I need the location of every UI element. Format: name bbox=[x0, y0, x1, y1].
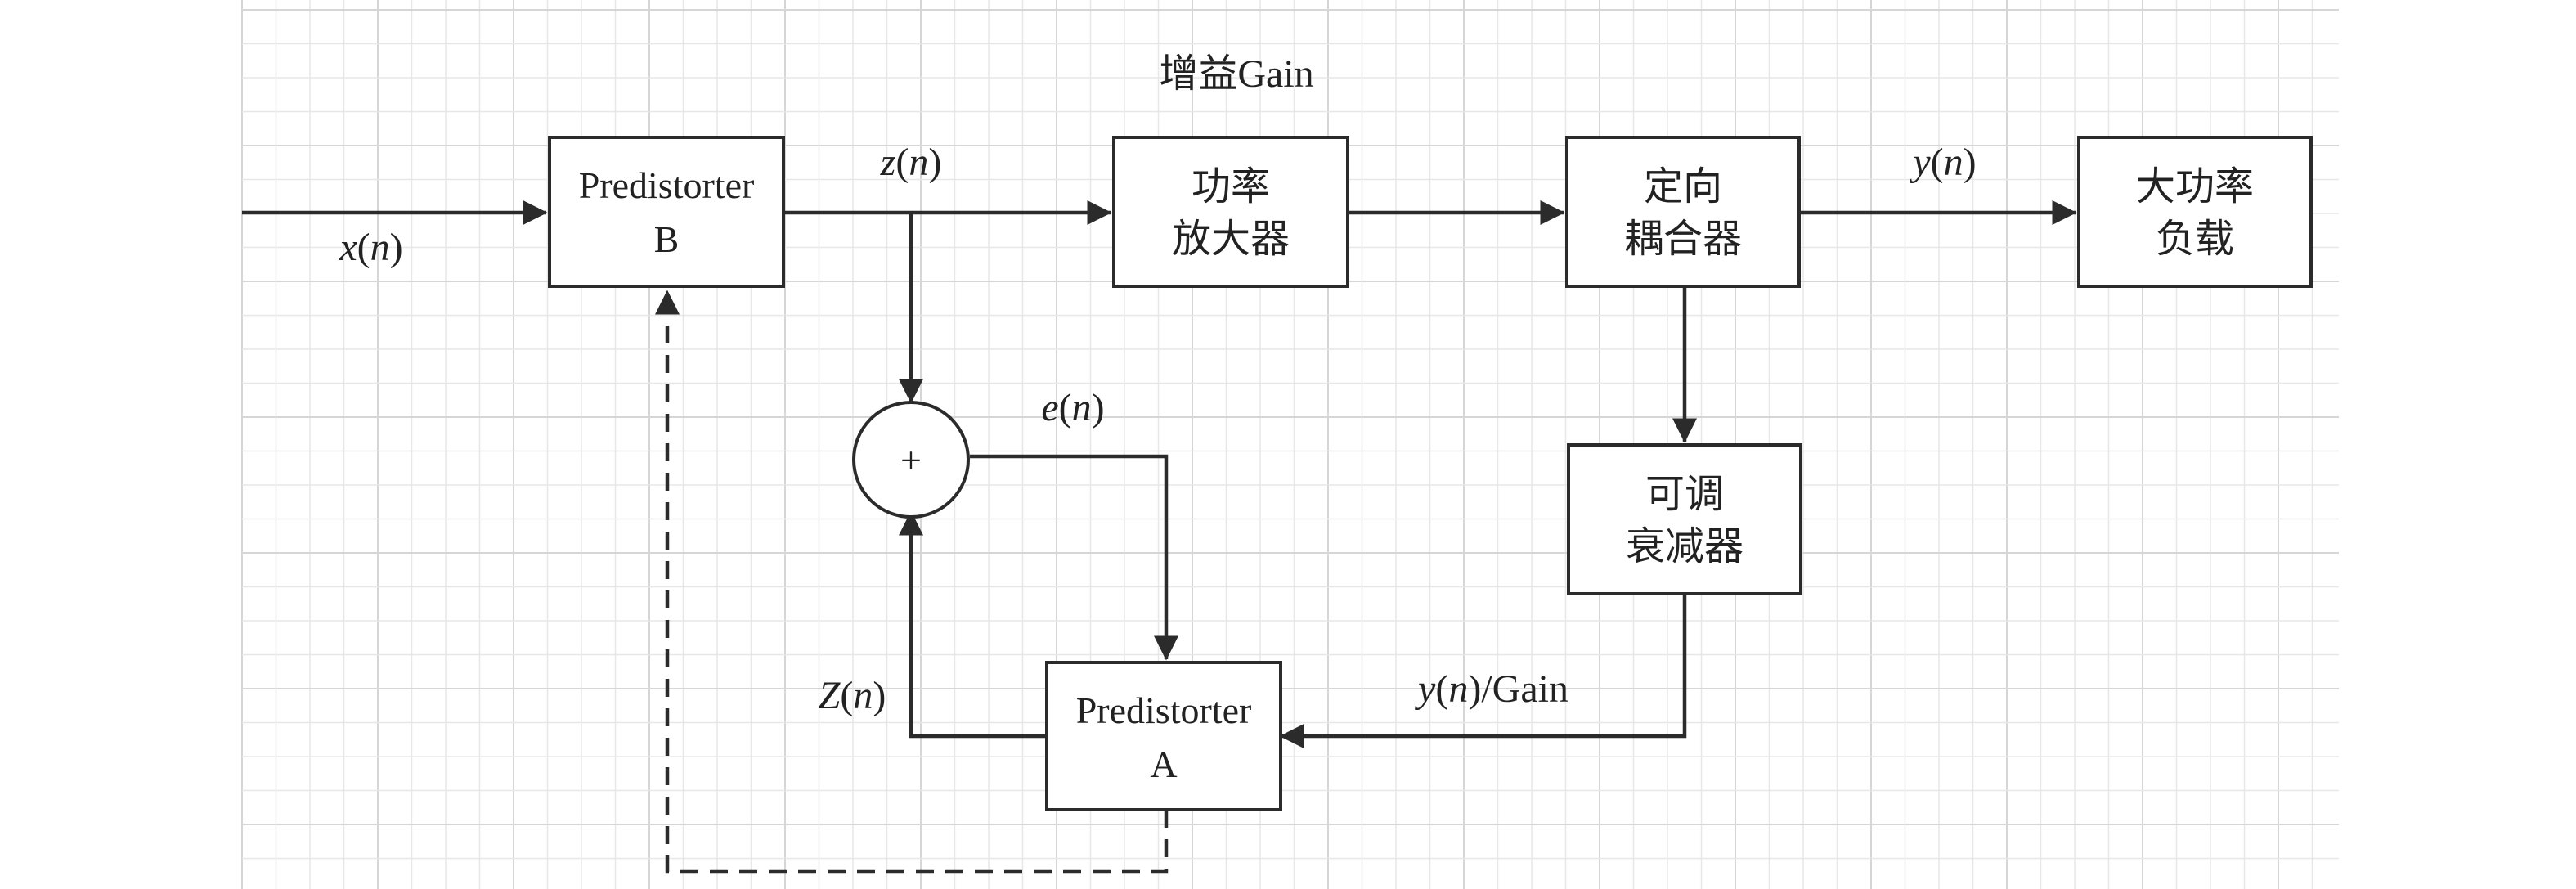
signal-e-paren-open: ( bbox=[1059, 386, 1072, 429]
signal-label-y-n: y(n) bbox=[1909, 141, 1976, 184]
signal-z-var: z bbox=[880, 141, 896, 184]
signal-Z-var: Z bbox=[819, 674, 841, 717]
block-directional-coupler-line1: 定向 bbox=[1644, 165, 1722, 209]
signal-x-arg: n bbox=[370, 226, 390, 269]
block-predistorter-b-line1: Predistorter bbox=[579, 164, 755, 206]
signal-e-arg: n bbox=[1072, 386, 1092, 429]
canvas-grid bbox=[241, 0, 2339, 889]
signal-Z-paren-close: ) bbox=[873, 674, 886, 717]
wire-e-to-pd-a bbox=[970, 454, 1178, 661]
signal-yg-paren-close: ) bbox=[1468, 667, 1481, 711]
signal-x-var: x bbox=[339, 226, 357, 269]
block-predistorter-a: Predistorter A bbox=[1045, 661, 1282, 811]
signal-Z-arg: n bbox=[853, 674, 873, 717]
block-adjustable-attenuator-line2: 衰减器 bbox=[1626, 525, 1744, 568]
summer-plus-symbol: + bbox=[900, 439, 922, 481]
block-power-amplifier-line1: 功率 bbox=[1192, 165, 1270, 209]
signal-yg-suffix: /Gain bbox=[1481, 667, 1568, 711]
signal-y-arg: n bbox=[1944, 141, 1963, 184]
signal-y-var: y bbox=[1909, 141, 1931, 184]
signal-yg-paren-open: ( bbox=[1435, 667, 1448, 711]
gain-label: 增益Gain bbox=[1159, 52, 1313, 96]
signal-yg-arg: n bbox=[1448, 667, 1468, 711]
wire-attenuator-to-pd-a bbox=[1279, 595, 1687, 748]
signal-x-paren-close: ) bbox=[390, 226, 403, 269]
summing-junction: + bbox=[852, 401, 970, 519]
signal-label-x-n: x(n) bbox=[339, 226, 402, 269]
signal-label-y-n-over-gain: y(n)/Gain bbox=[1414, 667, 1568, 711]
block-high-power-load-line2: 负载 bbox=[2156, 218, 2234, 261]
signal-x-paren-open: ( bbox=[357, 226, 370, 269]
signal-y-paren-open: ( bbox=[1931, 141, 1944, 184]
block-adjustable-attenuator-line1: 可调 bbox=[1645, 473, 1724, 516]
block-directional-coupler-line2: 耦合器 bbox=[1624, 218, 1742, 261]
block-predistorter-b-line2: B bbox=[654, 218, 680, 260]
signal-e-var: e bbox=[1041, 386, 1058, 429]
signal-yg-var: y bbox=[1414, 667, 1436, 711]
signal-label-z-n: z(n) bbox=[880, 141, 942, 184]
signal-e-paren-close: ) bbox=[1092, 386, 1105, 429]
signal-label-Z-n: Z(n) bbox=[819, 674, 886, 717]
block-power-amplifier: 功率 放大器 bbox=[1112, 136, 1349, 288]
block-predistorter-a-line1: Predistorter bbox=[1076, 689, 1252, 731]
block-predistorter-b: Predistorter B bbox=[548, 136, 785, 288]
signal-z-paren-open: ( bbox=[895, 141, 909, 184]
block-high-power-load: 大功率 负载 bbox=[2077, 136, 2313, 288]
block-adjustable-attenuator: 可调 衰减器 bbox=[1567, 443, 1802, 595]
signal-wires bbox=[242, 200, 2077, 874]
signal-label-e-n: e(n) bbox=[1041, 386, 1104, 429]
block-high-power-load-line1: 大功率 bbox=[2136, 165, 2254, 209]
wire-Z-to-summer bbox=[899, 510, 1045, 739]
signal-y-paren-close: ) bbox=[1963, 141, 1977, 184]
signal-z-arg: n bbox=[909, 141, 928, 184]
signal-z-paren-close: ) bbox=[928, 141, 941, 184]
wire-pd-a-to-pd-b-dashed bbox=[655, 290, 1169, 874]
block-directional-coupler: 定向 耦合器 bbox=[1565, 136, 1801, 288]
block-predistorter-a-line2: A bbox=[1150, 743, 1177, 785]
block-power-amplifier-line2: 放大器 bbox=[1172, 218, 1290, 261]
signal-Z-paren-open: ( bbox=[840, 674, 853, 717]
